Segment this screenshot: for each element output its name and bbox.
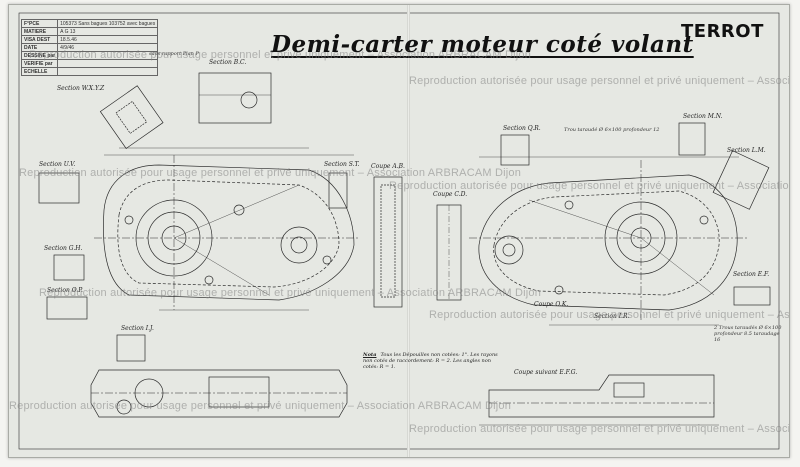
label-section-gh: Section G.H. [44,245,83,252]
note-label: Nota [363,352,377,358]
label-section-ij: Section I.J. [121,325,154,332]
annotation-filetage: Trou taraudé Ø 6×100 profondeur 12 [564,127,660,133]
technical-drawing [18,12,780,450]
sheet-fold [407,5,410,457]
bottom-right-view [488,374,715,418]
watermark-line: Reproduction autorisée pour usage person… [409,75,789,87]
label-coupe-ab: Coupe A.B. [371,163,405,170]
label-section-uv: Section U.V. [39,161,76,168]
label-coupe-ok: Coupe O.K. [534,301,569,308]
label-coupe-efg: Coupe suivant E.F.G. [514,369,578,376]
label-coupe-cd: Coupe C.D. [433,191,468,198]
label-section-st: Section S.T. [324,161,360,168]
watermark-line: Reproduction autorisée pour usage person… [29,49,532,61]
label-section-op: Section O.P. [47,287,83,294]
left-crankcase-outline [103,164,355,301]
label-section-bc: Section B.C. [209,59,247,66]
watermark-line: Reproduction autorisée pour usage person… [39,287,542,299]
watermark-line: Reproduction autorisée pour usage person… [429,309,790,321]
watermark-line: Reproduction autorisée pour usage person… [19,167,522,179]
watermark-line: Reproduction autorisée pour usage person… [9,400,512,412]
annotation-plan-p: sans rapport Plan P [149,51,199,57]
label-section-lm: Section L.M. [727,147,766,154]
label-section-ir: Section I.R. [594,313,630,320]
label-section-mn: Section M.N. [683,113,723,120]
title-block-row: ECHELLE [20,67,159,76]
label-section-wxyz: Section W.X.Y.Z [57,85,105,92]
drawing-title: Demi-carter moteur coté volant [271,31,694,58]
label-section-ef: Section E.F. [733,271,770,278]
label-section-qr: Section Q.R. [503,125,541,132]
annotation-holes: 2 Trous taraudés Ø 6×100 profondeur 8.5 … [714,325,782,343]
bottom-left-view [90,369,348,418]
right-crankcase-outline [478,174,738,311]
watermark-line: Reproduction autorisée pour usage person… [389,180,790,192]
brand-logo: TERROT [681,21,764,42]
watermark-line: Reproduction autorisée pour usage person… [409,423,789,435]
note-text: Tous les Dépouilles non cotées: 1°. Les … [363,352,498,370]
